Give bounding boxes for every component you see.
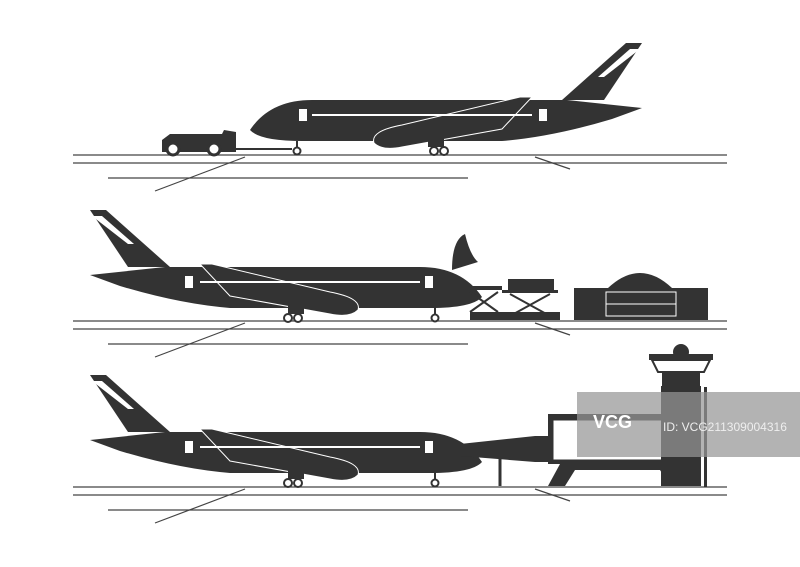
hangar: [574, 273, 708, 320]
jet-bridge: [460, 436, 548, 486]
ground-lines-3: [72, 486, 728, 524]
ground-lines-2: [72, 320, 728, 358]
airplane-2: [89, 209, 483, 323]
watermark-id: ID: VCG211309004316: [663, 420, 787, 434]
cargo-loader: [466, 279, 560, 320]
airplane-1: [249, 42, 643, 156]
airplane-3: [89, 374, 483, 488]
watermark: VCG ID: VCG211309004316: [577, 392, 800, 457]
pushback-tug: [162, 130, 292, 157]
watermark-logo: VCG: [593, 412, 633, 432]
ground-lines-1: [72, 154, 728, 192]
